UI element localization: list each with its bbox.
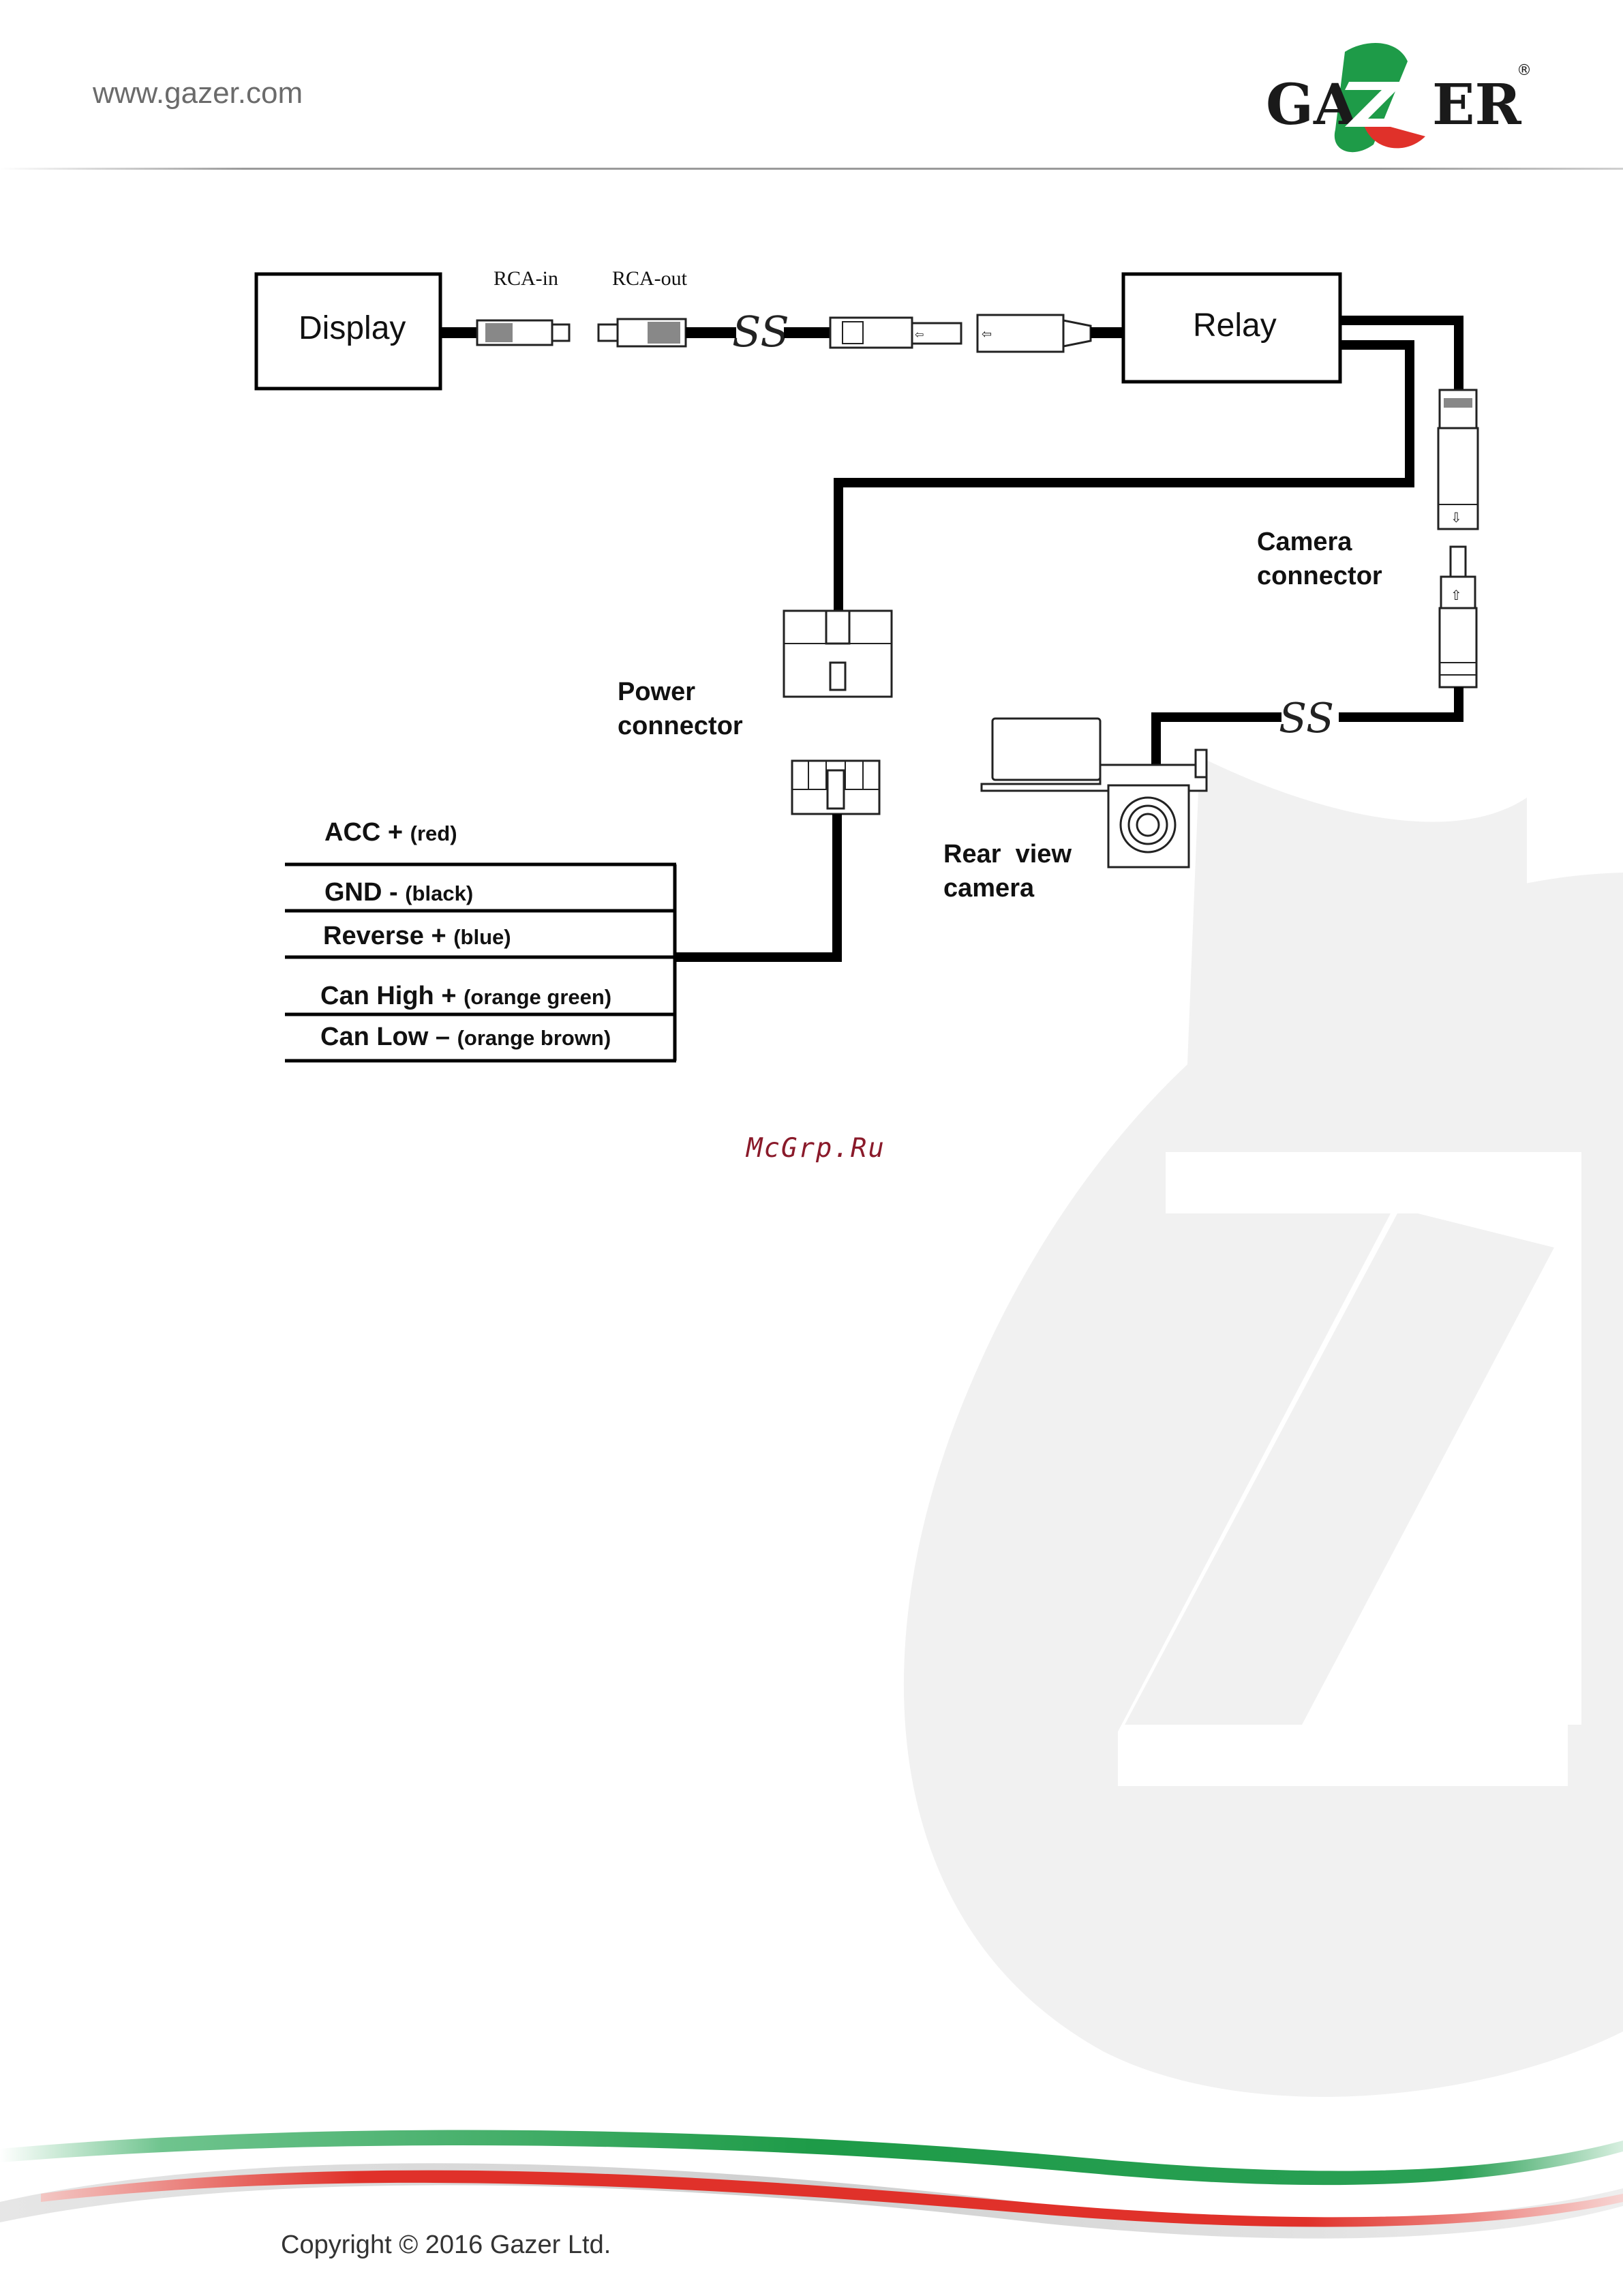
wire-label-gnd: GND - (black) <box>324 878 473 907</box>
wire-label-can-low: Can Low – (orange brown) <box>320 1023 611 1052</box>
video-plug: ⇦ <box>830 318 961 348</box>
rca-in-label: RCA-in <box>494 267 558 290</box>
cable-break-symbol: SS <box>732 307 789 357</box>
wire-label-reverse: Reverse + (blue) <box>323 922 511 951</box>
watermark-link[interactable]: McGrp.Ru <box>746 1133 885 1164</box>
rca-out-label: RCA-out <box>612 267 687 290</box>
svg-text:⇧: ⇧ <box>1451 587 1462 603</box>
power-connector-upper <box>784 611 892 697</box>
display-label: Display <box>299 309 406 347</box>
wire-label-can-high: Can High + (orange green) <box>320 982 611 1011</box>
wire-label-acc: ACC + (red) <box>324 818 457 847</box>
svg-text:⇦: ⇦ <box>982 327 992 342</box>
camera-connector-label-line1: Camera <box>1257 528 1352 557</box>
svg-text:⇦: ⇦ <box>915 328 924 341</box>
camera-connector-label-line2: connector <box>1257 562 1382 591</box>
rca-out-connector <box>598 319 686 346</box>
rear-camera-label-line2: camera <box>943 874 1034 903</box>
power-connector-label-line1: Power <box>618 678 695 707</box>
camera-connector-socket: ⇧ <box>1440 547 1476 687</box>
power-connector-label-line2: connector <box>618 712 743 741</box>
power-connector-lower <box>792 761 879 814</box>
svg-text:⇩: ⇩ <box>1451 509 1462 526</box>
footer-copyright: Copyright © 2016 Gazer Ltd. <box>281 2231 611 2260</box>
cable-break-symbol-camera: SS <box>1279 695 1334 742</box>
video-socket: ⇦ <box>977 315 1091 352</box>
camera-connector-plug: ⇩ <box>1438 390 1478 529</box>
rear-camera-label-line1: Rear view <box>943 840 1072 869</box>
rca-in-connector <box>477 320 569 345</box>
footer-brand-wave <box>0 2100 1623 2296</box>
relay-label: Relay <box>1193 307 1277 344</box>
